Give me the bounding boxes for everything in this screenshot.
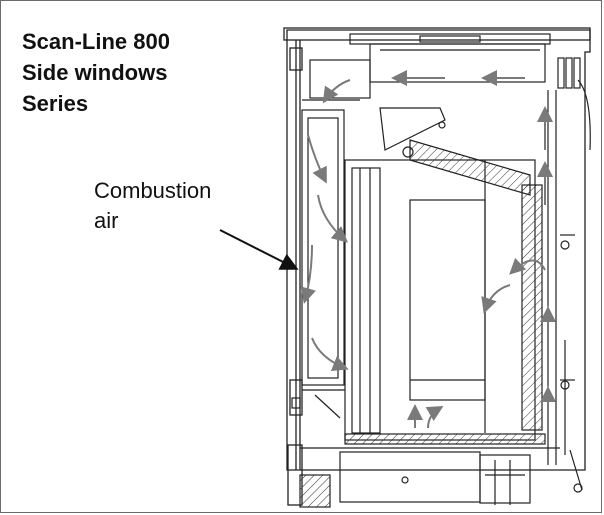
- title-line-3: Series: [22, 91, 89, 116]
- callout-line-1: Combustion: [94, 178, 212, 203]
- airflow-arrow-window-2: [317, 194, 349, 243]
- callout-pointer-arrow: [219, 229, 299, 270]
- airflow-arrow-top-left: [322, 79, 351, 104]
- top-plate: [309, 33, 551, 99]
- diagram-title: Scan-Line 800 Side windows Series: [22, 26, 170, 119]
- airflow-arrow-bottom-2: [425, 405, 444, 429]
- airflow-arrow-window-4: [311, 337, 349, 371]
- convection-channel: [557, 57, 591, 493]
- firebox: [344, 159, 536, 441]
- callout-line-2: air: [94, 208, 119, 233]
- airflow-arrow-window-3: [300, 244, 316, 304]
- combustion-air-label: Combustion air: [94, 176, 211, 236]
- airflow-arrow-secondary-1: [509, 257, 546, 275]
- rear-insulation-wall: [521, 90, 557, 465]
- door-latch: [291, 394, 341, 419]
- title-line-1: Scan-Line 800: [22, 29, 170, 54]
- title-line-2: Side windows: [22, 60, 168, 85]
- airflow-arrows: [300, 70, 556, 429]
- airflow-arrow-window-1: [307, 134, 327, 184]
- side-window: [301, 99, 360, 391]
- baffle-plate: [379, 107, 531, 196]
- base-plate: [299, 433, 560, 508]
- airflow-arrow-secondary-2: [481, 284, 511, 314]
